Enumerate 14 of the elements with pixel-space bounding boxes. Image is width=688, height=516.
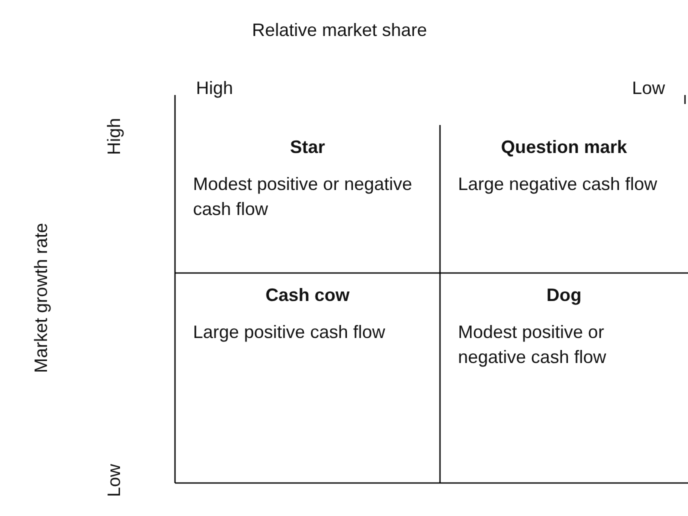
quadrant-description: Modest positive or negative cash flow (193, 173, 414, 221)
axis-title: Relative market share (252, 20, 428, 41)
quadrant-title: Cash cow (264, 285, 351, 306)
axis-end-label: Low (104, 464, 125, 497)
axis-title: Market growth rate (31, 222, 52, 373)
quadrant-description: Large positive cash flow (193, 321, 386, 344)
axis-end-label: Low (632, 78, 666, 99)
axis-end-label: High (196, 78, 234, 99)
quadrant-title: Star (288, 137, 326, 158)
quadrant-title: Dog (546, 285, 582, 306)
axis-end-label: High (104, 118, 125, 155)
quadrant-title: Question mark (500, 137, 628, 158)
quadrant-description: Large negative cash flow (458, 173, 658, 196)
quadrant-description: Modest positive or negative cash flow (458, 321, 608, 369)
